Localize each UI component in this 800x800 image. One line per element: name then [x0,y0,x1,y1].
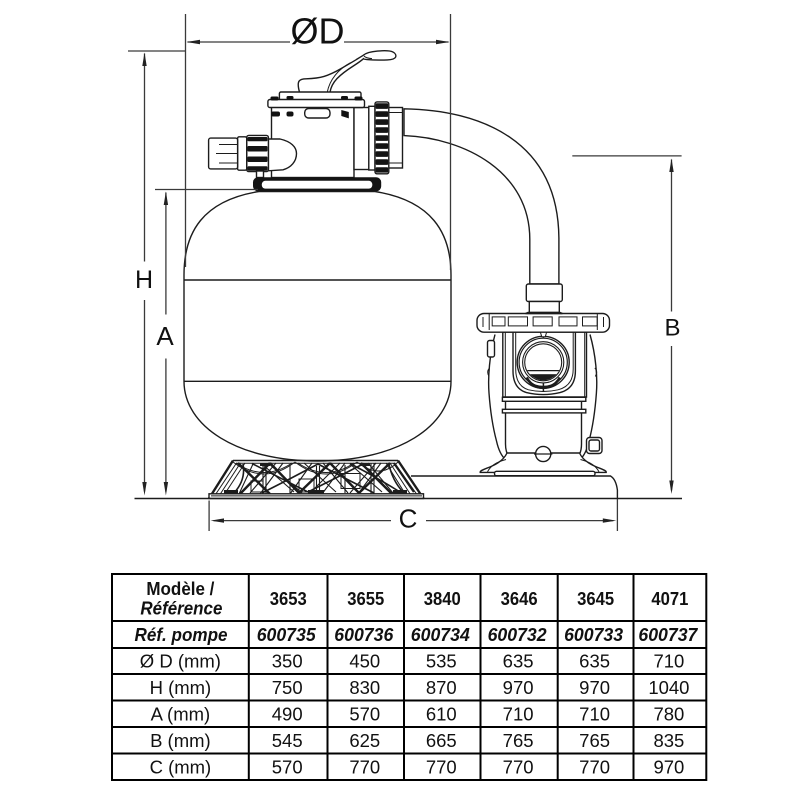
svg-text:Réf. pompe: Réf. pompe [135,624,228,645]
svg-text:H: H [135,266,153,294]
svg-text:450: 450 [349,651,380,672]
svg-text:970: 970 [503,677,534,698]
svg-text:B: B [664,315,680,342]
svg-text:765: 765 [503,730,534,751]
svg-text:350: 350 [272,651,303,672]
svg-text:770: 770 [503,756,534,777]
svg-text:600734: 600734 [411,624,470,645]
svg-text:710: 710 [579,703,610,724]
svg-text:570: 570 [349,703,380,724]
svg-text:750: 750 [272,677,303,698]
svg-text:770: 770 [426,756,457,777]
svg-text:625: 625 [349,730,380,751]
svg-text:600736: 600736 [334,624,394,645]
svg-text:835: 835 [653,730,684,751]
svg-text:710: 710 [653,651,684,672]
svg-text:770: 770 [579,756,610,777]
svg-text:600733: 600733 [564,624,624,645]
svg-text:635: 635 [579,651,610,672]
svg-text:970: 970 [653,756,684,777]
svg-text:635: 635 [503,651,534,672]
svg-text:610: 610 [426,703,457,724]
svg-text:ØD: ØD [291,11,345,52]
svg-text:870: 870 [426,677,457,698]
svg-text:765: 765 [579,730,610,751]
svg-text:B (mm): B (mm) [150,730,211,751]
svg-text:830: 830 [349,677,380,698]
svg-text:780: 780 [653,703,684,724]
svg-text:570: 570 [272,756,303,777]
svg-text:600732: 600732 [488,624,548,645]
svg-text:3646: 3646 [501,588,538,609]
svg-text:Référence: Référence [140,598,222,619]
svg-text:535: 535 [426,651,457,672]
svg-text:Modèle /: Modèle / [146,578,214,599]
svg-text:490: 490 [272,703,303,724]
svg-text:A: A [156,321,174,351]
svg-text:970: 970 [579,677,610,698]
svg-text:3653: 3653 [270,588,307,609]
svg-text:3645: 3645 [577,588,614,609]
svg-text:3655: 3655 [347,588,384,609]
svg-text:710: 710 [503,703,534,724]
svg-text:545: 545 [272,730,303,751]
svg-text:770: 770 [349,756,380,777]
svg-text:C (mm): C (mm) [150,756,212,777]
svg-text:600735: 600735 [257,624,317,645]
svg-text:H (mm): H (mm) [150,677,212,698]
svg-text:600737: 600737 [638,624,699,645]
svg-text:4071: 4071 [651,588,688,609]
svg-text:C: C [399,504,418,534]
svg-text:Ø D (mm): Ø D (mm) [140,651,221,672]
svg-text:A (mm): A (mm) [151,703,211,724]
svg-text:665: 665 [426,730,457,751]
svg-text:3840: 3840 [424,588,461,609]
svg-text:1040: 1040 [648,677,689,698]
